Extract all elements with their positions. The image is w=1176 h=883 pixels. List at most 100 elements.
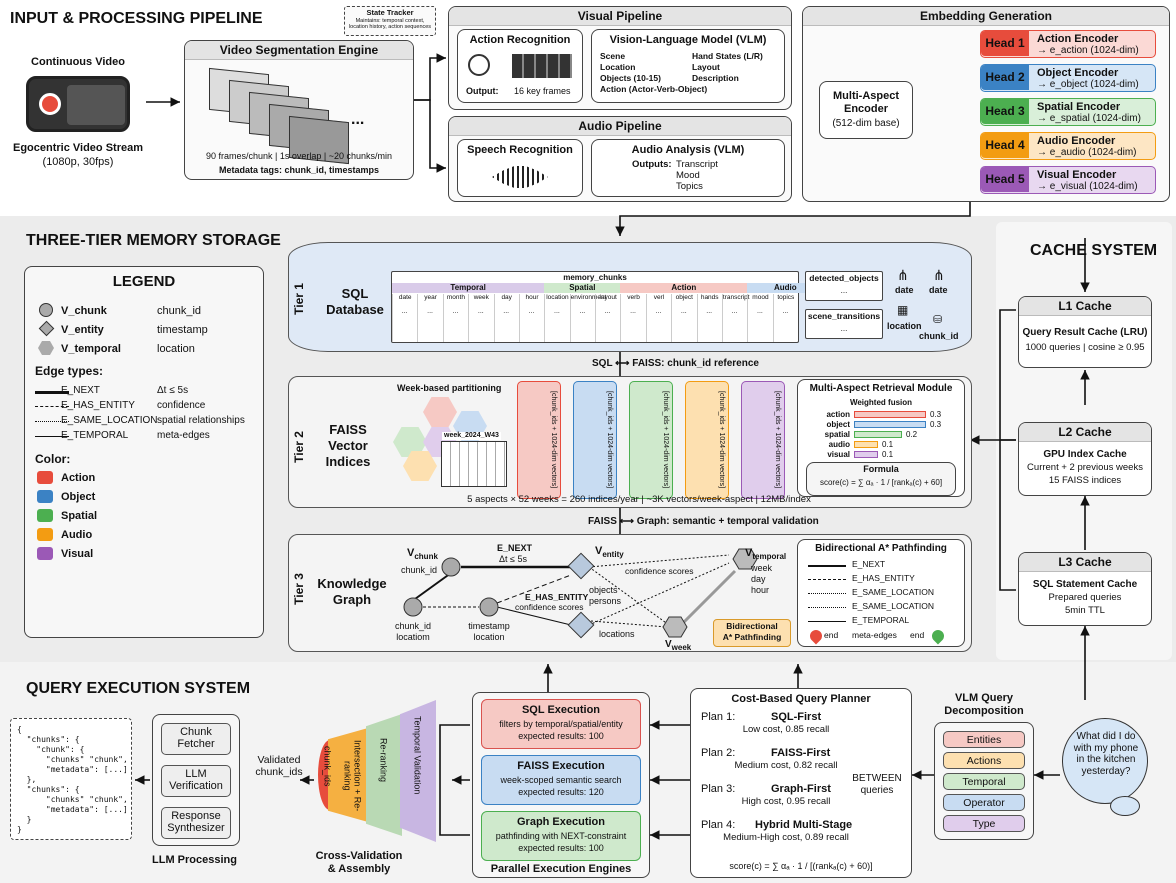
decomp-item-3[interactable]: Operator [943,794,1025,811]
tier1-col-9: verb [620,294,645,342]
grid-icon: ▦ [897,303,909,317]
tier1-col-1: year [417,294,442,342]
tier2-name-0: FAISS [329,422,367,437]
tree-icon-2: ⋔ [933,267,945,283]
audio-output-0: Transcript [676,159,718,170]
plan-label-1: Plan 2: [701,747,736,759]
video-title: Continuous Video [31,56,125,68]
planner-title: Cost-Based Query Planner [731,693,871,705]
json-line-7: "chunks" "chunk", [17,795,128,804]
response-synthesizer: Response Synthesizer [161,807,231,839]
json-line-6: "chunks": { [17,785,80,794]
vt-item-0: week [751,563,773,573]
tier1-cell-8: ... [604,308,611,315]
engine-name-1: FAISS Execution [517,760,605,772]
legend-edge-desc-2: spatial relationships [157,415,245,426]
legend-color-4: Visual [61,548,94,560]
tier1-cell-7: ... [579,308,586,315]
head-tag-2: Head 2 [981,65,1029,90]
tier1-cell-0: ... [401,308,408,315]
ts-loc-1: location [473,632,505,642]
plan-name-3: Hybrid Multi-Stage [755,819,853,831]
astar-badge-0: Bidirectional [726,621,778,631]
scene-transitions-dots: ... [840,324,848,333]
funnel-title-1: & Assembly [327,863,391,875]
vector-column-4: [chunk_ids + 1024-dim vectors] [741,381,785,499]
segmentation-dots: ... [351,111,365,128]
vlm-box: Vision-Language Model (VLM) Scene Locati… [591,29,785,103]
engine-d1-0: filters by temporal/spatial/entity [499,719,623,729]
encoder-line-0: Multi-Aspect [833,90,899,102]
encoder-line-1: Encoder [843,103,888,115]
l3-cache: L3 Cache SQL Statement Cache Prepared qu… [1018,552,1152,626]
vector-column-2: [chunk_ids + 1024-dim vectors] [629,381,673,499]
detected-objects-table: detected_objects ... [805,271,883,301]
icon-label-date-1: date [895,285,914,295]
weight-bar-2 [854,431,902,438]
formula-title: Formula [863,464,899,474]
json-line-0: { [17,725,22,734]
validated-0: Validated [257,754,301,766]
l3-title: L3 Cache [1019,553,1151,572]
legend-title: LEGEND [112,273,176,290]
decomp-item-1[interactable]: Actions [943,752,1025,769]
audio-output-1: Mood [676,170,700,181]
decomp-item-0[interactable]: Entities [943,731,1025,748]
legend-edge-desc-0: Δt ≤ 5s [157,385,189,396]
cross-validation-funnel: chunk_ids Intersection + Re-ranking Re-r… [318,698,442,844]
video-stream-label: Egocentric Video Stream [12,142,143,154]
head-name-5: Visual Encoder [1037,169,1117,181]
tier1-col-13: transcript [721,294,750,342]
retrieval-module: Multi-Aspect Retrieval Module Weighted f… [797,379,965,497]
color-title: Color: [35,452,71,466]
vlm-right-0: Hand States (L/R) [692,51,763,61]
video-spec: (1080p, 30fps) [42,156,114,168]
weight-name-4: visual [827,450,850,459]
head-name-4: Audio Encoder [1037,135,1116,147]
locations-label: locations [599,629,635,639]
state-tracker: State Tracker Maintains: temporal contex… [344,6,436,36]
detected-objects-dots: ... [840,286,848,295]
legend-edge-2: E_SAME_LOCATION [61,415,158,426]
head-tag-1: Head 1 [981,31,1029,56]
legend-edge-line-3 [35,436,69,437]
head-out-1: → e_action (1024-dim) [1037,45,1139,56]
plan-cost-1: Medium cost, 0.82 recall [734,760,838,771]
chunk-fetcher: Chunk Fetcher [161,723,231,755]
tier1-cell-6: ... [554,308,560,315]
l2-title: L2 Cache [1019,423,1151,442]
llm-title: LLM Processing [152,854,237,866]
phone-icon [26,76,130,132]
tier1-group-1: Spatial [544,283,621,293]
tier1-col-8: layout [595,294,620,342]
audio-pipeline-title: Audio Pipeline [449,117,791,136]
vlm-title: Vision-Language Model (VLM) [609,34,767,46]
plan-name-0: SQL-First [771,711,822,723]
tier1-col-7: environment [569,294,606,342]
astar-item-3: E_SAME_LOCATION [852,601,935,611]
l3-desc-0: Prepared queries [1048,592,1122,603]
tier1-cell-14: ... [757,308,763,315]
json-line-8: "metadata": [...] [17,805,128,814]
decomp-item-4[interactable]: Type [943,815,1025,832]
l3-desc-1: 5min TTL [1065,605,1105,616]
ventity-label: Ventity [595,545,624,560]
icon-label-date-2: date [929,285,948,295]
decomp-item-2[interactable]: Temporal [943,773,1025,790]
decomp-title-1: Decomposition [944,705,1024,717]
icon-label-chunk-id: chunk_id [919,331,959,341]
segmentation-stats: 90 frames/chunk | 1s overlap | ~20 chunk… [205,151,393,161]
conf2-edge-label: confidence scores [625,566,694,576]
neural-net-icon [468,54,490,76]
head-tag-3: Head 3 [981,99,1029,124]
tier1-group-3: Audio [747,283,824,293]
tier1-cell-9: ... [630,308,636,315]
tier1-cell-13: ... [731,308,738,315]
user-query-text: What did I do with my phone in the kitch… [1073,731,1139,777]
